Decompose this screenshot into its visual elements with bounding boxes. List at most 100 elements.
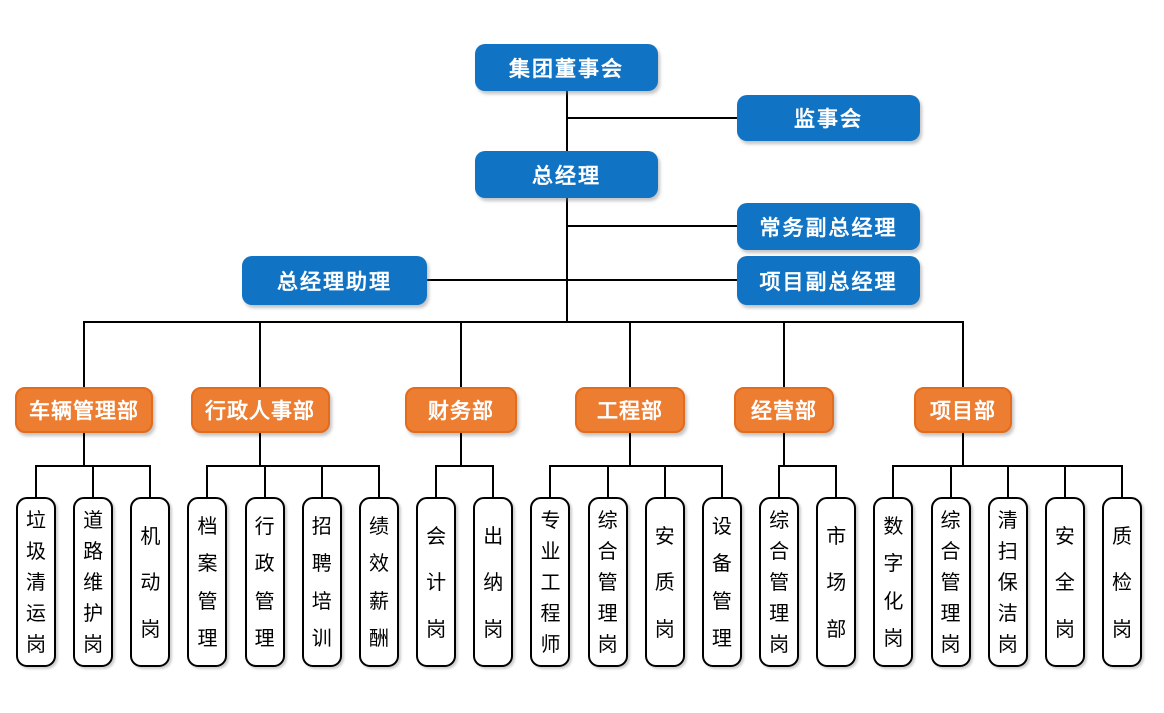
dept-box: 行政人事部 (190, 387, 330, 433)
position-label-char: 理 (197, 625, 218, 650)
position-label-char: 岗 (883, 625, 904, 650)
position-label-char: 岗 (597, 632, 618, 656)
connector-line (83, 433, 85, 465)
connector-line (566, 198, 568, 323)
node-supervisory-board: 监事会 (737, 95, 920, 141)
node-executive-deputy-gm: 常务副总经理 (737, 203, 920, 250)
position-label-char: 字 (883, 551, 904, 576)
position-label-char: 综 (940, 508, 961, 532)
position-label-char: 案 (197, 551, 218, 576)
position-label-char: 圾 (26, 539, 46, 563)
dept-box: 车辆管理部 (15, 387, 153, 433)
position-label-char: 岗 (83, 632, 104, 656)
position-label-char: 招 (311, 514, 332, 539)
position-label-char: 岗 (769, 632, 790, 656)
connector-line (778, 465, 838, 467)
connector-line (783, 433, 785, 465)
position-label-char: 专 (540, 508, 561, 532)
position-label-char: 综 (769, 508, 790, 532)
connector-line (320, 466, 323, 497)
connector-line (720, 466, 723, 497)
position-label-char: 岗 (654, 616, 675, 641)
connector-line (377, 466, 380, 497)
position-label-char: 垃 (26, 508, 46, 532)
connector-line (259, 321, 261, 387)
connector-line (427, 279, 737, 281)
position-label-char: 质 (654, 570, 675, 594)
connector-line (263, 466, 266, 497)
connector-line (949, 466, 952, 497)
connector-line (435, 465, 495, 467)
position-box: 市场部 (816, 497, 857, 667)
connector-line (778, 466, 781, 497)
connector-line (83, 321, 85, 387)
position-label-char: 动 (140, 570, 161, 594)
position-box: 数字化岗 (873, 497, 914, 667)
connector-line (962, 433, 964, 465)
connector-line (206, 465, 380, 467)
connector-line (629, 321, 631, 387)
node-group-board: 集团董事会 (475, 44, 658, 91)
position-label-char: 出 (483, 523, 504, 548)
connector-line (892, 466, 895, 497)
position-label-char: 效 (368, 551, 389, 576)
connector-line (962, 321, 964, 387)
position-label-char: 管 (197, 588, 218, 613)
position-box: 会计岗 (416, 497, 457, 667)
position-label-char: 道 (83, 508, 104, 532)
dept-box: 工程部 (575, 387, 685, 433)
position-label-char: 运 (26, 601, 46, 625)
position-box: 综合管理岗 (930, 497, 971, 667)
connector-line (460, 433, 462, 465)
connector-line (549, 465, 723, 467)
position-label-char: 合 (769, 539, 790, 563)
position-label-char: 管 (711, 588, 732, 613)
position-label-char: 机 (140, 523, 161, 548)
position-label-char: 会 (426, 523, 447, 548)
position-label-char: 计 (426, 570, 447, 594)
connector-line (1121, 466, 1124, 497)
connector-line (435, 466, 438, 497)
position-label-char: 管 (940, 570, 961, 594)
position-label-char: 岗 (940, 632, 961, 656)
position-label-char: 理 (769, 601, 790, 625)
position-label-char: 综 (597, 508, 618, 532)
position-label-char: 安 (1054, 523, 1075, 548)
position-label-char: 绩 (368, 514, 389, 539)
position-label-char: 检 (1112, 570, 1133, 594)
position-label-char: 洁 (997, 601, 1018, 625)
connector-line (783, 321, 785, 387)
connector-line (1063, 466, 1066, 497)
position-label-char: 档 (197, 514, 218, 539)
node-general-manager: 总经理 (475, 151, 658, 198)
connector-line (206, 466, 209, 497)
connector-line (492, 466, 495, 497)
position-label-char: 岗 (140, 616, 161, 641)
position-label-char: 岗 (483, 616, 504, 641)
position-label-char: 岗 (997, 632, 1018, 656)
position-label-char: 市 (826, 523, 847, 548)
connector-line (84, 321, 964, 323)
position-label-char: 工 (540, 570, 561, 594)
dept-box: 项目部 (914, 387, 1012, 433)
dept-box: 经营部 (734, 387, 834, 433)
position-label-char: 薪 (368, 588, 389, 613)
position-label-char: 护 (83, 601, 104, 625)
position-label-char: 全 (1054, 570, 1075, 594)
position-label-char: 保 (997, 570, 1018, 594)
position-box: 清扫保洁岗 (987, 497, 1028, 667)
position-label-char: 纳 (483, 570, 504, 594)
position-label-char: 师 (540, 632, 561, 656)
position-label-char: 聘 (311, 551, 332, 576)
connector-line (663, 466, 666, 497)
connector-line (1006, 466, 1009, 497)
position-box: 综合管理岗 (587, 497, 628, 667)
position-box: 安全岗 (1044, 497, 1085, 667)
node-gm-assistant: 总经理助理 (242, 256, 427, 305)
position-label-char: 培 (311, 588, 332, 613)
position-box: 设备管理 (701, 497, 742, 667)
connector-line (149, 466, 152, 497)
connector-line (606, 466, 609, 497)
connector-line (259, 433, 261, 465)
